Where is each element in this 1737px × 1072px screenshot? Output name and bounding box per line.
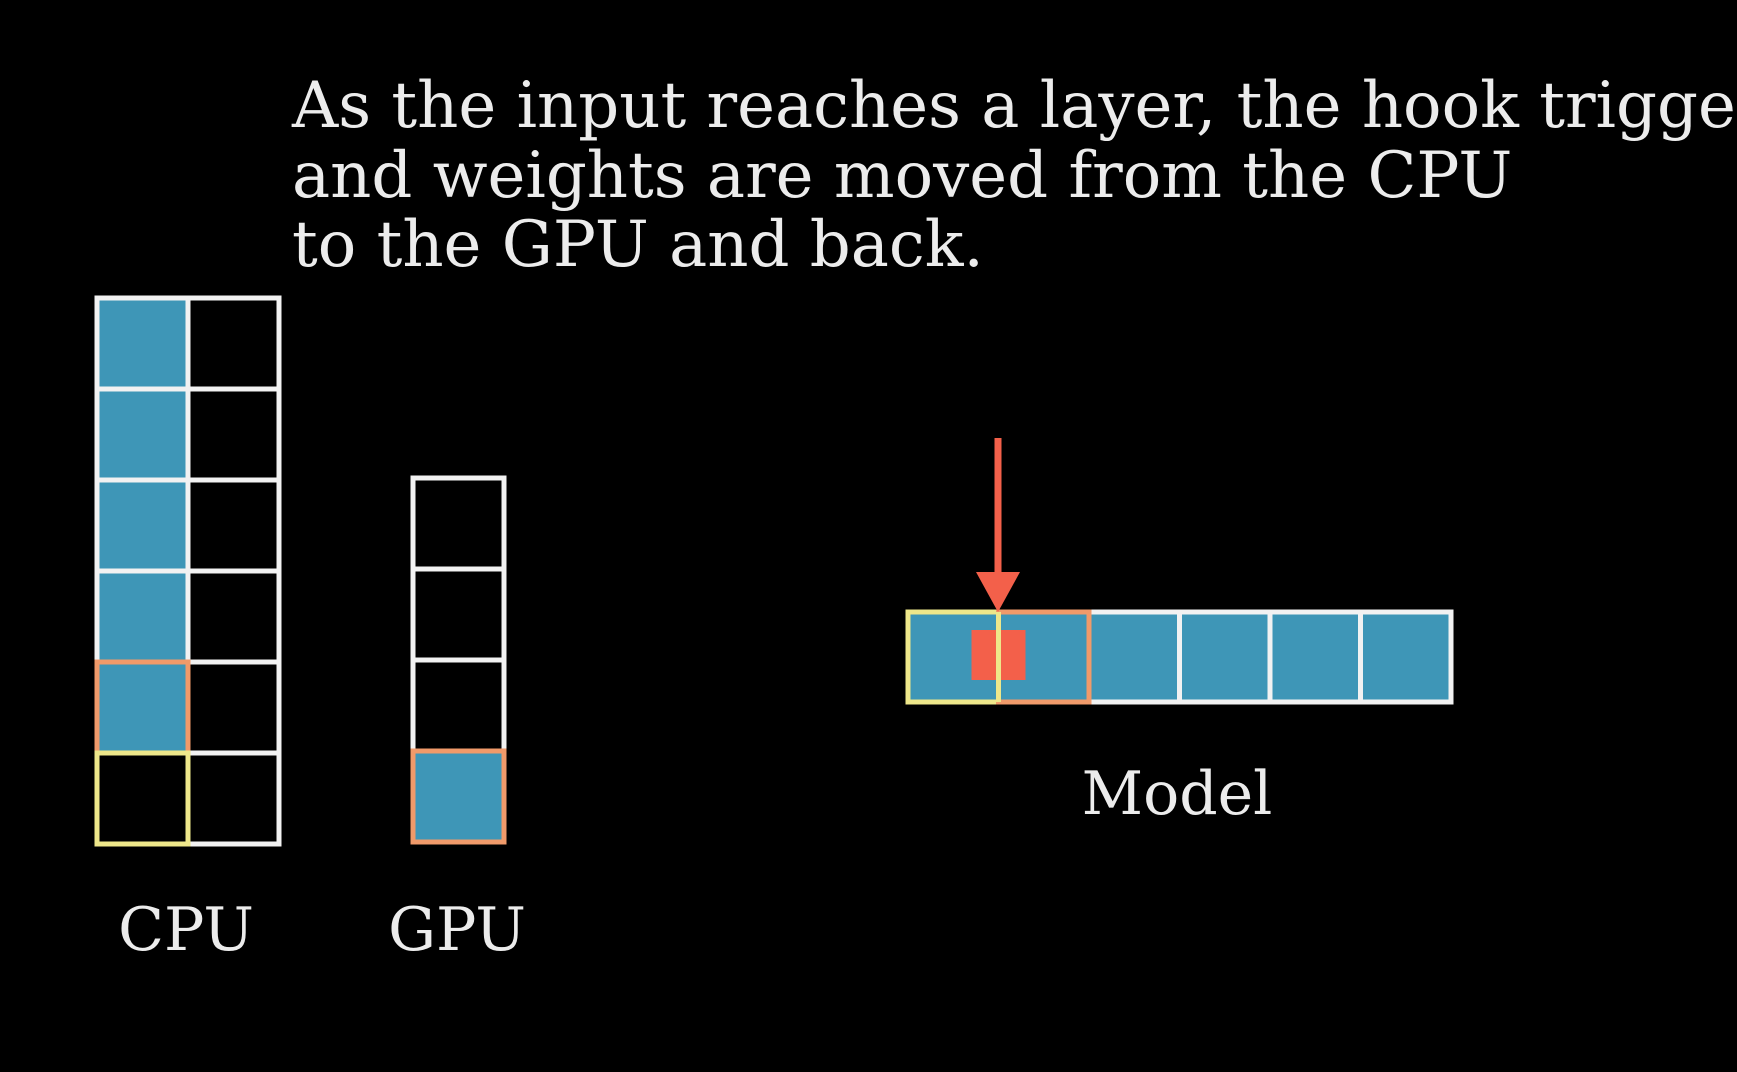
caption-line-3: to the GPU and back. bbox=[292, 208, 984, 282]
gpu-memory-column bbox=[410, 475, 507, 845]
cpu-label: CPU bbox=[118, 895, 254, 965]
caption: As the input reaches a layer, the hook t… bbox=[291, 69, 1737, 282]
cpu-cell bbox=[94, 568, 191, 665]
model-layer bbox=[1177, 609, 1273, 705]
cpu-cell bbox=[94, 295, 191, 392]
cpu-cell bbox=[94, 477, 191, 574]
cpu-cell bbox=[94, 659, 191, 756]
caption-line-1: As the input reaches a layer, the hook t… bbox=[291, 69, 1737, 143]
model-layer bbox=[1086, 609, 1182, 705]
model-layer bbox=[1267, 609, 1363, 705]
caption-line-2: and weights are moved from the CPU bbox=[292, 139, 1512, 213]
model-layer bbox=[1358, 609, 1454, 705]
input-arrow bbox=[976, 438, 1020, 612]
cpu-cell bbox=[94, 386, 191, 483]
model-layers bbox=[905, 609, 1454, 705]
gpu-highlight-orange bbox=[410, 748, 507, 845]
cpu-highlight-yellow bbox=[94, 750, 191, 847]
cpu-memory-grid bbox=[94, 295, 282, 847]
model-label: Model bbox=[1082, 759, 1273, 829]
gpu-label: GPU bbox=[388, 895, 526, 965]
gpu-slot bbox=[410, 748, 507, 845]
input-arrow-head bbox=[976, 572, 1020, 612]
